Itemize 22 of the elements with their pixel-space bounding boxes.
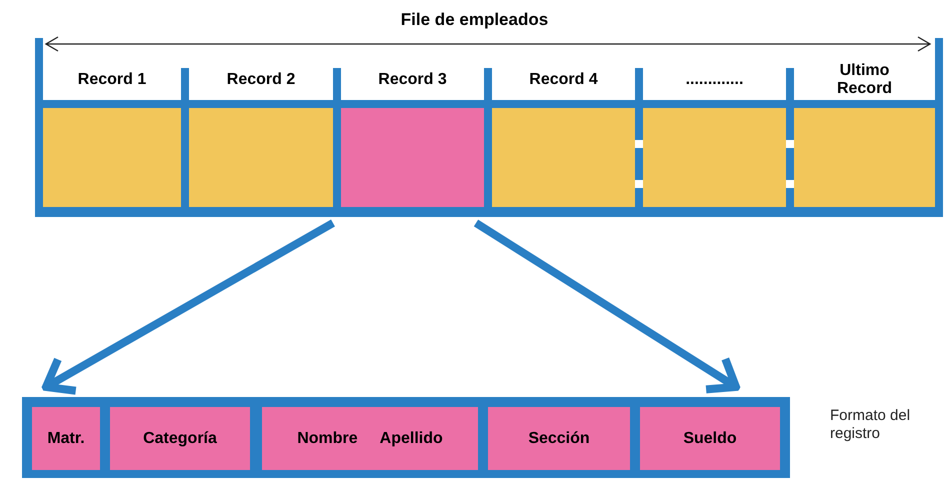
field-name: Nombre	[297, 430, 358, 448]
arrow	[42, 220, 335, 395]
record-column	[794, 60, 935, 207]
record-label: Record 3	[378, 71, 447, 89]
record-label: .............	[686, 71, 744, 89]
arrow	[474, 220, 740, 394]
field-cell	[640, 407, 780, 470]
field-name: Sueldo	[683, 430, 737, 448]
record-label: Ultimo Record	[836, 62, 894, 98]
caption-text: Formato del registro	[830, 407, 912, 443]
field-name: Sección	[528, 430, 590, 448]
field-cell	[262, 407, 478, 470]
record-format-bar	[22, 397, 790, 478]
field-cell	[110, 407, 250, 470]
field-name: Categoría	[143, 430, 217, 448]
field-cell	[488, 407, 630, 470]
record-label: Record 4	[529, 71, 598, 89]
field-name: Apellido	[380, 430, 443, 448]
field-cell	[32, 407, 100, 470]
record-label: Record 2	[226, 71, 296, 89]
record-label: Record 1	[78, 71, 146, 89]
field-name: Matr.	[47, 430, 85, 448]
